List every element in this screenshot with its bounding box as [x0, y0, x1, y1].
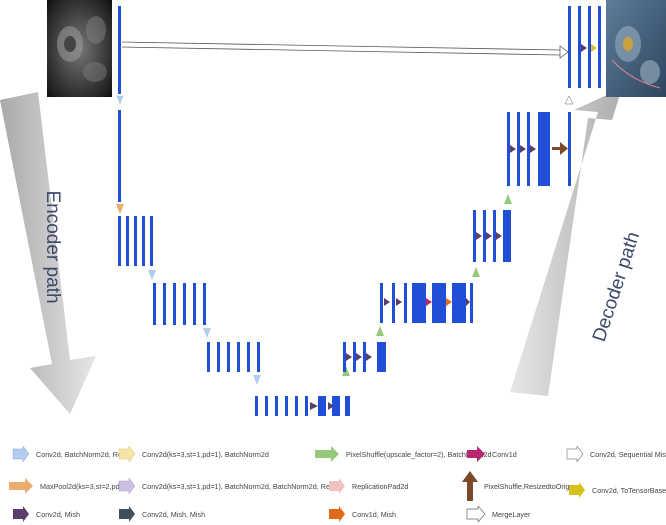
legend-label: Conv2d(ks=3,st=1,pd=1), BatchNorm2d [142, 449, 269, 459]
decoder-level-0 [507, 95, 574, 186]
arrow-right-icon [315, 446, 339, 462]
legend-label: Conv2d, Mish, Mish [142, 509, 206, 519]
legend-item-conv-mish-mish: Conv2d, Mish, Mish [118, 504, 205, 524]
legend-item-conv-totensor: Conv2d, ToTensorBase [568, 480, 666, 500]
encoder-path-label: Encoder path [42, 190, 63, 304]
arrow-right-icon [466, 506, 486, 522]
legend-item-conv-bn-relu: Conv2d(ks=3,st=1,pd=1), BatchNorm2d, Bat… [118, 476, 336, 496]
unet-architecture-diagram [0, 0, 666, 416]
legend-label: Conv1d [492, 449, 517, 459]
arrow-right-icon [569, 482, 585, 498]
encoder-level-0 [116, 6, 124, 214]
bottleneck-level [255, 366, 350, 416]
legend-item-conv1d: Conv1d [466, 444, 517, 464]
legend-item-merge-layer: MergeLayer [466, 504, 530, 524]
legend-item-conv-relu: Conv2d, BatchNorm2d, ReLu [12, 444, 130, 464]
legend-label: Conv2d, ToTensorBase [592, 485, 666, 495]
legend-item-conv1d-mish: Conv1d, Mish [328, 504, 396, 524]
arrow-right-icon [329, 506, 345, 522]
output-head [568, 6, 601, 88]
legend-label: MaxPool2d(ks=3,st=2,pd=1) [40, 481, 131, 491]
arrow-right-icon [119, 506, 135, 522]
output-segmented-image [606, 0, 666, 97]
encoder-level-3 [207, 342, 261, 385]
arrow-right-icon [9, 478, 33, 494]
legend-item-conv-bn: Conv2d(ks=3,st=1,pd=1), BatchNorm2d [118, 444, 269, 464]
legend-label: Conv2d, BatchNorm2d, ReLu [36, 449, 130, 459]
legend-label: PixelShuffle(upscale_factor=2), BatchNor… [346, 449, 492, 459]
decoder-direction-arrow [510, 88, 622, 396]
legend-item-conv-mish: Conv2d, Mish [12, 504, 80, 524]
legend-label: Conv2d, Mish [36, 509, 80, 519]
arrow-right-icon [118, 478, 136, 494]
legend-item-replication-pad: ReplicationPad2d [328, 476, 408, 496]
legend-item-conv-seq-mish: Conv2d, Sequential Mish [566, 444, 666, 464]
decoder-level-3 [343, 326, 386, 372]
arrow-right-icon [12, 446, 30, 462]
legend-item-pixelshuffle-bn: PixelShuffle(upscale_factor=2), BatchNor… [314, 444, 492, 464]
arrow-up-icon [462, 471, 478, 501]
legend-label: MergeLayer [492, 509, 531, 519]
legend-item-pixelshuffle-resize: PixelShuffle,ResizedtoOrig [462, 470, 569, 502]
legend: Conv2d, BatchNorm2d, ReLu Conv2d(ks=3,st… [0, 436, 666, 525]
top-skip-connection [121, 41, 569, 59]
arrow-right-icon [566, 446, 584, 462]
encoder-level-2 [153, 283, 211, 338]
encoder-level-1 [118, 216, 156, 280]
arrow-right-icon [329, 478, 345, 494]
legend-item-maxpool: MaxPool2d(ks=3,st=2,pd=1) [8, 476, 130, 496]
arrow-right-icon [118, 446, 136, 462]
legend-label: Conv1d, Mish [352, 509, 396, 519]
decoder-level-2 [380, 267, 480, 323]
decoder-level-1 [473, 194, 512, 262]
encoder-direction-arrow [0, 92, 96, 414]
legend-label: Conv2d(ks=3,st=1,pd=1), BatchNorm2d, Bat… [142, 481, 336, 491]
legend-label: PixelShuffle,ResizedtoOrig [484, 481, 570, 491]
legend-label: ReplicationPad2d [352, 481, 409, 491]
legend-label: Conv2d, Sequential Mish [590, 449, 666, 459]
input-cell-image [47, 0, 112, 97]
arrow-right-icon [13, 506, 29, 522]
arrow-right-icon [467, 446, 485, 462]
